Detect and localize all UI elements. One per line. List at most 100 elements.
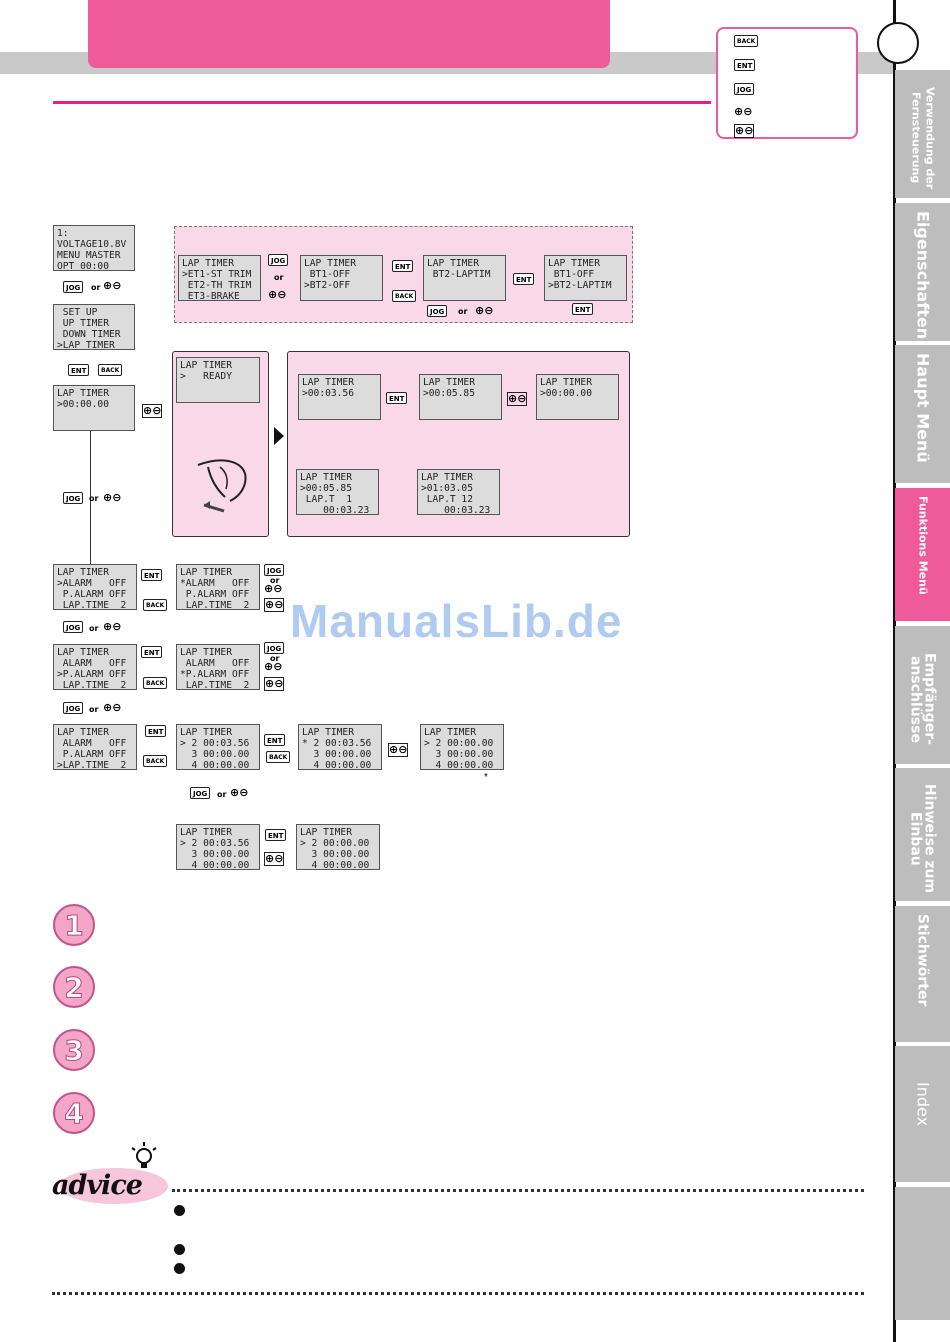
step-badge-2: 2: [53, 966, 95, 1008]
plusminus-key-2[interactable]: ⊕⊖: [142, 404, 163, 418]
advice-bubble: [60, 1168, 168, 1204]
step-number-3: 3: [64, 1034, 83, 1067]
or-label-6: or: [89, 624, 99, 633]
jog-key-7[interactable]: JOG: [264, 642, 285, 654]
trigger-hand-icon: [197, 459, 247, 513]
plusminus-key-4[interactable]: ⊕⊖: [268, 288, 287, 301]
jog-key-8[interactable]: JOG: [63, 702, 84, 714]
plusminus-key-3[interactable]: ⊕⊖: [103, 491, 122, 504]
tab-stichwoerter[interactable]: Stichwörter: [895, 906, 950, 1042]
tab-haupt-menu[interactable]: Haupt Menü: [895, 345, 950, 483]
screen-menu: SET UP UP TIMER DOWN TIMER >LAP TIMER: [53, 304, 135, 350]
plusminus-key-7[interactable]: ⊕⊖: [264, 582, 283, 595]
jog-key-1[interactable]: JOG: [63, 281, 84, 293]
screen-list-a: LAP TIMER > 2 00:03.56 3 00:00.00 4 00:0…: [176, 724, 260, 770]
tab-verwendung[interactable]: Verwendung der Fernsteuerung: [895, 70, 950, 198]
plusminus-key-6[interactable]: ⊕⊖: [507, 392, 528, 406]
screen-run1: LAP TIMER >00:03.56: [298, 374, 381, 420]
title-underline: [53, 101, 711, 104]
lightbulb-icon: [131, 1142, 157, 1168]
flow-line: [90, 431, 91, 566]
page-number-circle: [877, 22, 919, 64]
screen-bt-sel: LAP TIMER BT1-OFF >BT2-LAPTIM: [544, 255, 627, 301]
ent-key-9[interactable]: ENT: [264, 734, 286, 746]
or-label-7: or: [270, 654, 280, 663]
step-number-1: 1: [64, 909, 83, 942]
or-label-9: or: [217, 790, 227, 799]
screen-lapt12: LAP TIMER >01:03.05 LAP.T 12 00:03.23: [417, 469, 500, 515]
ent-key-10[interactable]: ENT: [265, 829, 287, 841]
tab-empfaenger[interactable]: Empfänger-anschlüsse: [895, 626, 950, 764]
plusminus-key-8[interactable]: ⊕⊖: [264, 598, 285, 612]
screen-palarm-a: LAP TIMER ALARM OFF >P.ALARM OFF LAP.TIM…: [53, 644, 137, 690]
ent-key-5[interactable]: ENT: [386, 392, 408, 404]
screen-list-e: LAP TIMER > 2 00:00.00 3 00:00.00 4 00:0…: [296, 824, 380, 870]
screen-list-c: LAP TIMER > 2 00:00.00 3 00:00.00 4 00:0…: [420, 724, 504, 770]
plusminus-key-11[interactable]: ⊕⊖: [264, 677, 285, 691]
advice-top-divider: [172, 1189, 864, 1192]
jog-key-5[interactable]: JOG: [264, 564, 285, 576]
or-label-8: or: [89, 705, 99, 714]
ent-key-6[interactable]: ENT: [141, 569, 163, 581]
or-label-3: or: [274, 273, 284, 282]
tab-index[interactable]: Index: [895, 1046, 950, 1182]
advice-label: advice: [52, 1170, 143, 1201]
bullet-icon-1: [174, 1205, 185, 1216]
step-number-4: 4: [64, 1097, 83, 1130]
key-legend: BACK ENT JOG ⊕⊖ ⊕⊖: [716, 27, 858, 139]
ent-key-4[interactable]: ENT: [572, 303, 594, 315]
ent-key-2[interactable]: ENT: [392, 260, 414, 272]
ent-key-8[interactable]: ENT: [145, 725, 167, 737]
plusminus-key-9[interactable]: ⊕⊖: [103, 620, 122, 633]
step-number-2: 2: [64, 971, 83, 1004]
screen-alarm-b: LAP TIMER *ALARM OFF P.ALARM OFF LAP.TIM…: [176, 564, 260, 610]
ent-key-7[interactable]: ENT: [141, 646, 163, 658]
tab-eigenschaften[interactable]: Eigenschaften: [895, 203, 950, 341]
back-key-5[interactable]: BACK: [143, 755, 168, 767]
screen-lap0: LAP TIMER >00:00.00: [53, 385, 135, 431]
bullet-icon-3: [174, 1263, 185, 1274]
plusminus-key-15[interactable]: ⊕⊖: [264, 852, 285, 866]
ent-key-3[interactable]: ENT: [513, 273, 535, 285]
screen-bt-lap: LAP TIMER BT2-LAPTIM: [423, 255, 506, 301]
legend-plusminus-key-2: ⊕⊖: [734, 124, 755, 138]
jog-key-6[interactable]: JOG: [63, 621, 84, 633]
or-label-5: or: [270, 576, 280, 585]
plusminus-key-12[interactable]: ⊕⊖: [103, 701, 122, 714]
screen-alarm-a: LAP TIMER >ALARM OFF P.ALARM OFF LAP.TIM…: [53, 564, 137, 610]
step-badge-4: 4: [53, 1092, 95, 1134]
advice-bottom-divider: [52, 1292, 864, 1295]
screen-list-b: LAP TIMER * 2 00:03.56 3 00:00.00 4 00:0…: [298, 724, 382, 770]
jog-key-2[interactable]: JOG: [63, 492, 84, 504]
plusminus-key-5[interactable]: ⊕⊖: [475, 304, 494, 317]
ent-key-1[interactable]: ENT: [68, 364, 90, 376]
watermark: ManualsLib.de: [290, 595, 623, 647]
screen-lapt1: LAP TIMER >00:05.85 LAP.T 1 00:03.23: [296, 469, 379, 515]
screen-run3: LAP TIMER >00:00.00: [536, 374, 619, 420]
back-key-6[interactable]: BACK: [266, 751, 291, 763]
screen-list-d: LAP TIMER > 2 00:03.56 3 00:00.00 4 00:0…: [176, 824, 260, 870]
step-badge-3: 3: [53, 1029, 95, 1071]
legend-back-key: BACK: [734, 35, 759, 47]
or-label-4: or: [458, 307, 468, 316]
plusminus-key-14[interactable]: ⊕⊖: [230, 786, 249, 799]
screen-run2: LAP TIMER >00:05.85: [419, 374, 502, 420]
back-key-2[interactable]: BACK: [392, 290, 417, 302]
plusminus-key-10[interactable]: ⊕⊖: [264, 660, 283, 673]
screen-laptime-a: LAP TIMER ALARM OFF P.ALARM OFF >LAP.TIM…: [53, 724, 137, 770]
tab-funktions-menu[interactable]: Funktions Menü: [895, 488, 950, 621]
arrow-right: [274, 427, 284, 445]
jog-key-3[interactable]: JOG: [268, 254, 289, 266]
jog-key-9[interactable]: JOG: [190, 787, 211, 799]
plusminus-key-1[interactable]: ⊕⊖: [103, 279, 122, 292]
sidebar-border: [893, 0, 896, 1342]
plusminus-key-13[interactable]: ⊕⊖: [388, 743, 409, 757]
back-key-3[interactable]: BACK: [143, 599, 168, 611]
jog-key-4[interactable]: JOG: [427, 305, 448, 317]
screen-bt-off: LAP TIMER BT1-OFF >BT2-OFF: [300, 255, 383, 301]
screen-ready: LAP TIMER > READY: [176, 357, 260, 403]
back-key-4[interactable]: BACK: [143, 677, 168, 689]
tab-hinweise[interactable]: Hinweise zum Einbau: [895, 768, 950, 901]
screen-palarm-b: LAP TIMER ALARM OFF *P.ALARM OFF LAP.TIM…: [176, 644, 260, 690]
back-key-1[interactable]: BACK: [98, 364, 123, 376]
